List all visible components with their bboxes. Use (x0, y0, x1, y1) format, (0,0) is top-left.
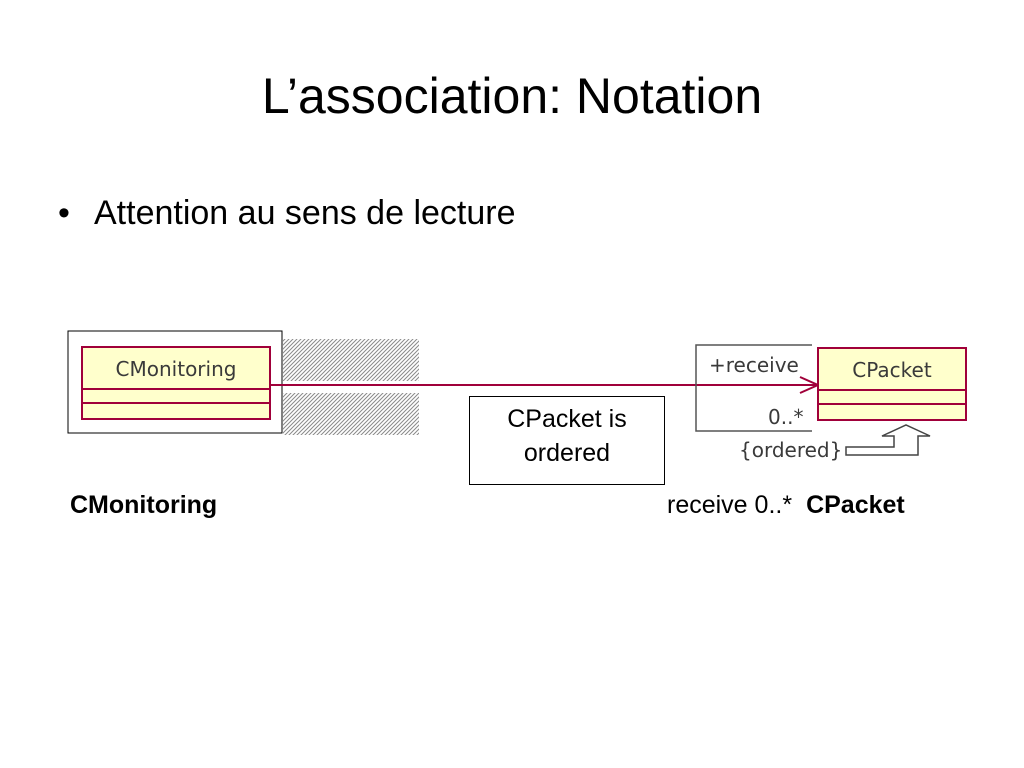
note-line-2: ordered (523, 439, 611, 467)
slide-title: L’association: Notation (261, 68, 763, 124)
class-cmonitoring: CMonitoring (81, 346, 271, 420)
bullet-item: • Attention au sens de lecture (58, 190, 516, 236)
caption-cpacket: CPacket (806, 491, 905, 519)
callout-arrow-icon (845, 424, 931, 456)
caption-cpacket-group: receive 0..* CPacket (667, 488, 905, 522)
constraint-label: {ordered} (739, 438, 842, 462)
multiplicity-label: 0..* (768, 405, 803, 429)
class-cpacket: CPacket (817, 347, 967, 421)
caption-role: receive 0..* (667, 491, 793, 519)
bullet-symbol: • (58, 194, 70, 232)
role-label: +receive (709, 353, 799, 377)
class-name-cpacket: CPacket (852, 358, 932, 382)
hatch-region-top (283, 339, 419, 381)
bullet-text: Attention au sens de lecture (94, 194, 516, 232)
hatch-region-bottom (283, 393, 419, 435)
class-name-cmonitoring: CMonitoring (116, 357, 237, 381)
role-frame (695, 344, 812, 432)
note-box: CPacket is ordered (469, 396, 665, 485)
caption-cmonitoring: CMonitoring (70, 491, 218, 519)
note-line-1: CPacket is (507, 405, 627, 433)
